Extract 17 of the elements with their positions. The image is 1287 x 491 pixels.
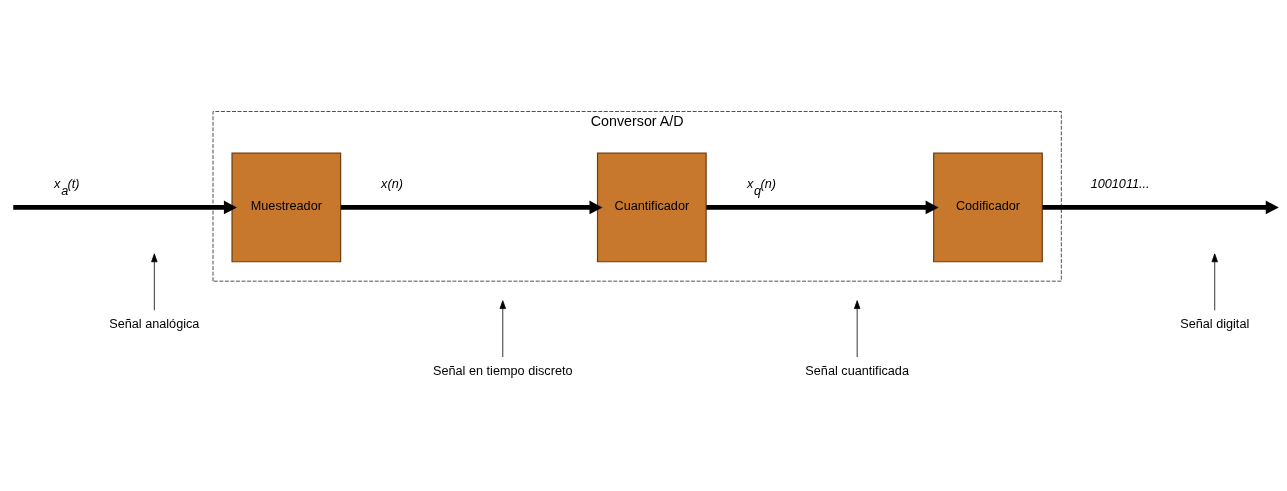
arrow (499, 300, 506, 358)
node-text: Señal analógica (109, 316, 200, 331)
arrow (1042, 200, 1279, 215)
edge-label: x(n) (381, 177, 403, 192)
node-text: Señal cuantificada (805, 363, 909, 378)
arrow (151, 253, 158, 311)
arrow (706, 200, 939, 215)
node-text: Señal en tiempo discreto (433, 363, 573, 378)
node-text: Señal digital (1180, 316, 1250, 331)
node-box: Cuantificador (596, 152, 707, 263)
node-box: Codificador (933, 152, 1043, 263)
arrow (854, 300, 861, 358)
arrow (340, 200, 603, 215)
edge-label: 1001011... (1090, 177, 1150, 192)
arrow (13, 200, 237, 215)
node-box: Muestreador (231, 152, 342, 263)
arrow (1211, 253, 1218, 311)
